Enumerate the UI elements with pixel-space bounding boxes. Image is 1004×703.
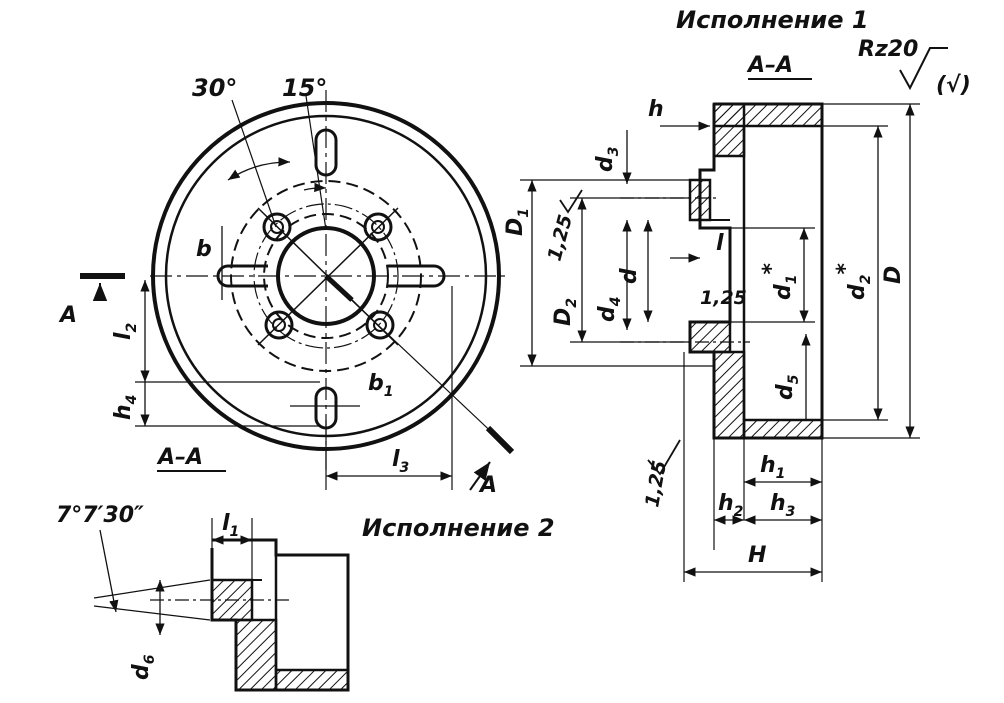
- bolt-hole: [264, 214, 290, 240]
- section-view-variant-1: [520, 48, 948, 582]
- section-view-variant-2: [94, 518, 348, 690]
- hatch-region: [276, 670, 348, 690]
- bolt-hole: [367, 312, 393, 338]
- hatch-region: [690, 322, 730, 352]
- variant-1-title: Исполнение 1: [676, 6, 869, 34]
- dim-d5-label: d5: [773, 374, 802, 400]
- roughness-label: Rz20: [858, 37, 918, 62]
- bolt-circle: [254, 204, 398, 348]
- hatch-region: [714, 352, 744, 438]
- dim-b-label: b: [196, 237, 212, 262]
- angle-leader-15: [306, 96, 326, 230]
- hidden-circle-outer: [231, 181, 421, 371]
- hatch-region: [714, 104, 744, 156]
- dim-D2-label: D2: [551, 298, 580, 326]
- dim-d-label: d: [617, 268, 642, 284]
- bolt-hole: [271, 221, 283, 233]
- section-title-left: A–A: [156, 445, 203, 470]
- angle-30-label: 30°: [192, 74, 237, 102]
- angle-arc-30: [228, 157, 290, 180]
- variant-2-title: Исполнение 2: [362, 514, 555, 542]
- hidden-circle-inner: [264, 214, 388, 338]
- dim-D1-label: D1: [503, 208, 532, 236]
- section-outline: [212, 540, 348, 690]
- bolt-hole: [372, 221, 384, 233]
- section-cut-line: [326, 276, 500, 440]
- dim-H-label: H: [748, 543, 766, 568]
- roughness-value-label: 1,25: [641, 459, 671, 509]
- dim-d2-label: d2*: [833, 263, 874, 301]
- bolt-hole: [365, 214, 391, 240]
- bolt-hole: [266, 312, 292, 338]
- dim-l-label: l: [716, 231, 724, 256]
- taper-leader: [100, 530, 119, 612]
- section-letter-right: A: [478, 473, 497, 498]
- slot-bottom: [316, 388, 336, 428]
- section-cut-heavy: [326, 276, 352, 300]
- slot-left: [218, 266, 268, 286]
- section-cut-end: [488, 428, 512, 452]
- angle-arc-15: [304, 182, 326, 193]
- dim-l3-label: l3: [392, 447, 409, 476]
- dim-D-label: D: [881, 266, 906, 284]
- dim-d1-label: d1*: [759, 263, 800, 301]
- section-arrow-right: [470, 462, 490, 490]
- hatch-region: [236, 620, 276, 690]
- bolt-hole: [273, 319, 285, 331]
- angle-15-label: 15°: [282, 74, 327, 102]
- dim-d6-label: d6: [129, 654, 158, 680]
- dim-h4-label: h4: [111, 395, 140, 420]
- taper-line: [94, 606, 210, 620]
- front-view: [80, 90, 512, 490]
- roughness-value-label: 1,25: [700, 287, 747, 309]
- dim-d3-label: d3: [593, 147, 622, 173]
- angle-taper-label: 7°7′30″: [56, 503, 144, 528]
- section-title-right: A–A: [746, 53, 793, 78]
- roughness-symbol-small: [560, 190, 582, 212]
- roughness-value-label: 1,25: [544, 212, 577, 263]
- section-outline: [690, 104, 822, 438]
- roughness-paren-label: (√): [936, 73, 971, 98]
- dim-d4-label: d4: [595, 297, 624, 323]
- dim-h2-label: h2: [718, 491, 743, 520]
- dim-b1-label: b1: [368, 371, 394, 400]
- roughness-symbol-small: [648, 440, 680, 474]
- dim-h3-label: h3: [770, 491, 795, 520]
- dim-l1-label: l1: [222, 511, 239, 540]
- section-letter-left: A: [58, 303, 77, 328]
- dim-l2-label: l2: [111, 323, 140, 340]
- roughness-symbol: [900, 48, 948, 88]
- bolt-hole: [374, 319, 386, 331]
- slot-right: [388, 266, 444, 286]
- dim-h-label: h: [648, 97, 664, 122]
- slot-top: [316, 130, 336, 175]
- dim-h1-label: h1: [760, 453, 785, 482]
- hatch-region: [744, 420, 822, 438]
- labels: Исполнение 1 Исполнение 2 A–A A–A Rz20 (…: [56, 6, 971, 680]
